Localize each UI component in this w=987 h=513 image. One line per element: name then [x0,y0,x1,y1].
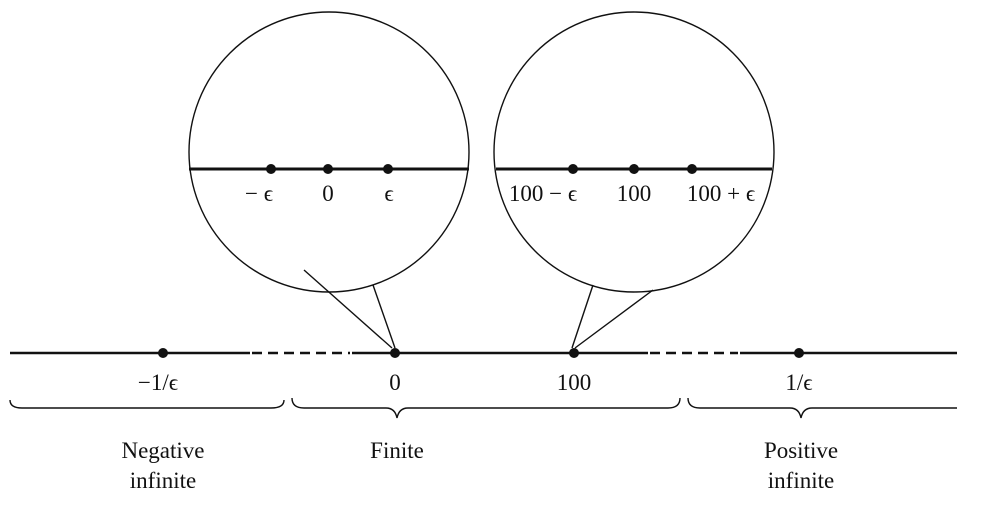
magnifier-hundred-circle [493,11,775,293]
main-label-negative-inverse-eps: −1/ϵ [138,370,178,395]
magnifier-hundred-label-plus-eps: 100 + ϵ [687,181,755,206]
region-negative-line2: infinite [130,468,196,493]
main-point-hundred [569,348,579,358]
magnifier-zero-label-minus-eps: − ϵ [245,181,273,206]
magnifier-zero-label-eps: ϵ [384,181,393,206]
magnifier-zero-label-zero: 0 [322,181,334,206]
main-point-inverse-eps [794,348,804,358]
region-labels: Negative infinite Finite Positive infini… [121,438,838,493]
magnifier-hundred-point-plus-eps [687,164,697,174]
brace-positive-infinite [687,397,957,419]
magnifier-zero: − ϵ 0 ϵ [188,11,470,349]
main-point-negative-inverse-eps [158,348,168,358]
main-number-line: −1/ϵ 0 100 1/ϵ [10,348,957,395]
magnifier-hundred-pointer-right [574,289,654,349]
magnifier-hundred-pointer-left [571,284,594,349]
magnifier-hundred-label-hundred: 100 [617,181,652,206]
magnifier-hundred-label-minus-eps: 100 − ϵ [509,181,577,206]
magnifier-zero-pointer-left [303,269,393,349]
region-finite: Finite [370,438,424,463]
magnifier-hundred: 100 − ϵ 100 100 + ϵ [493,11,775,349]
region-braces [9,397,957,419]
brace-finite [291,397,681,419]
magnifier-zero-point-minus-eps [266,164,276,174]
region-negative-line1: Negative [121,438,204,463]
magnifier-hundred-point-hundred [629,164,639,174]
magnifier-zero-point-eps [383,164,393,174]
main-label-inverse-eps: 1/ϵ [785,370,812,395]
magnifier-zero-point-zero [323,164,333,174]
main-label-hundred: 100 [557,370,592,395]
magnifier-zero-pointer-right [372,284,396,349]
main-label-zero: 0 [389,370,401,395]
magnifier-zero-circle [188,11,470,293]
magnifier-hundred-point-minus-eps [568,164,578,174]
region-positive-line1: Positive [764,438,838,463]
main-point-zero [390,348,400,358]
brace-negative-infinite [9,399,285,409]
region-positive-line2: infinite [768,468,834,493]
